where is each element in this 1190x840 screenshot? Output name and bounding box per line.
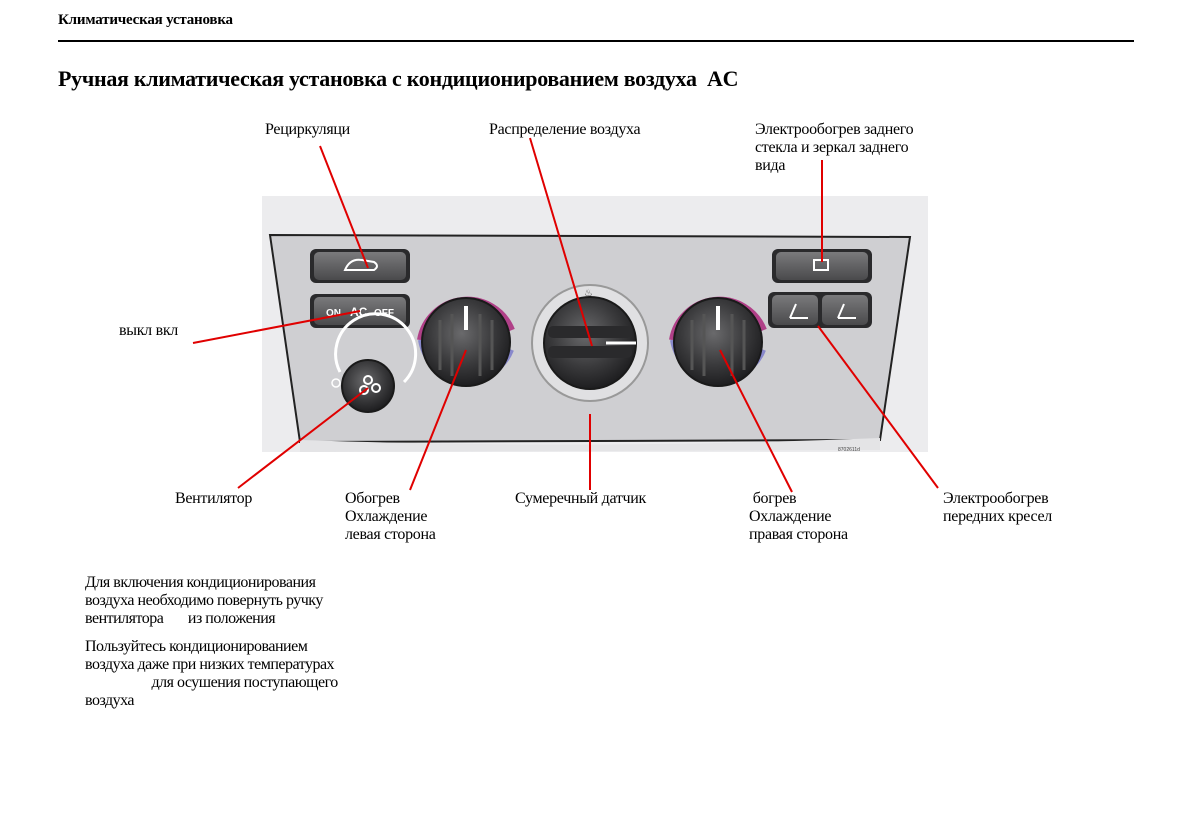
ac-toggle-callout: выкл вкл	[119, 322, 178, 339]
fan-icon	[359, 375, 381, 395]
fan-callout: Вентилятор	[175, 490, 253, 507]
image-code: 8702611d	[838, 447, 860, 453]
twilight-sensor-callout: Сумеречный датчик	[515, 490, 647, 507]
right-temperature-callout: богрев Охлаждение правая сторона	[749, 490, 848, 543]
rear-defrost-callout: Электрообогрев заднего стекла и зеркал з…	[755, 121, 914, 174]
air-distribution-callout: Распределение воздуха	[489, 121, 641, 138]
callout-lines	[192, 137, 939, 493]
rear-defrost-button	[772, 249, 872, 283]
seat-heater-left-button	[772, 295, 818, 325]
air-distribution-knob: ♨	[531, 284, 649, 402]
car-recirculation-icon	[343, 258, 378, 271]
ac-instruction-paragraph: Для включения кондиционирования воздуха …	[85, 574, 323, 627]
page-title: Ручная климатическая установка с кондици…	[58, 66, 739, 91]
seat-heater-buttons	[768, 292, 872, 328]
seat-heater-icon	[789, 303, 808, 319]
seat-heater-right-button	[822, 295, 868, 325]
right-temperature-knob	[669, 296, 767, 387]
seat-heater-icon	[837, 303, 856, 319]
ac-usage-paragraph: Пользуйтесь кондиционированием воздуха д…	[85, 638, 338, 709]
left-temperature-callout: Обогрев Охлаждение левая сторона	[345, 490, 436, 543]
seat-heat-callout: Электрообогрев передних кресел	[943, 490, 1052, 525]
defrost-icon: ♨	[584, 288, 593, 299]
section-header: Климатическая установка	[58, 12, 233, 28]
header-divider	[58, 40, 1134, 42]
recirculation-callout: Рециркуляци	[265, 121, 350, 138]
ac-on-label: ON	[326, 308, 341, 319]
recirculation-button	[310, 249, 410, 283]
left-temperature-knob	[417, 296, 515, 387]
fan-off-mark	[331, 378, 341, 388]
